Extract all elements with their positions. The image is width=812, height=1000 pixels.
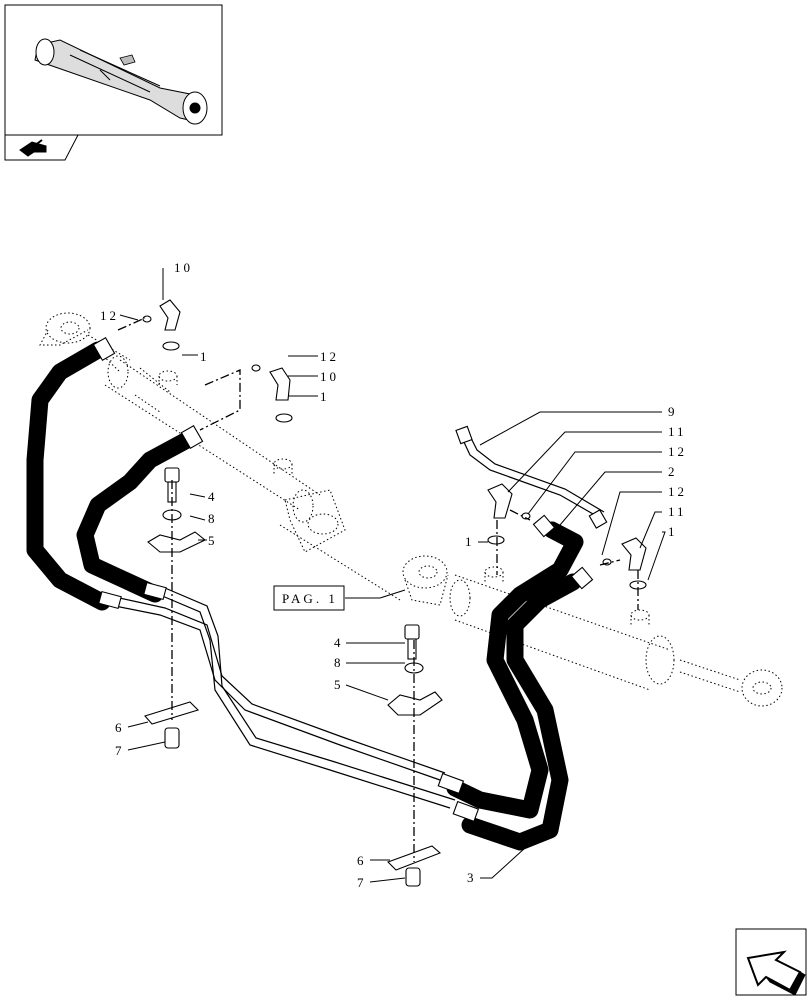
assembly-lines [117,317,639,862]
callout-12: 12 [100,308,119,323]
rigid-tubes [109,435,605,809]
callout-9: 9 [668,404,678,419]
thumbnail[interactable] [4,4,223,136]
callout-1: 1 [200,349,210,364]
callout-5: 5 [208,533,218,548]
hose-fittings [92,336,608,823]
callout-6: 6 [115,720,125,735]
right-cylinder [402,555,783,707]
callout-labels: 10 12 1 12 10 1 4 8 5 6 7 9 11 12 2 12 1… [100,260,687,890]
fittings [142,299,647,887]
callout-1: 1 [320,389,330,404]
callout-6: 6 [357,853,367,868]
callout-7: 7 [357,875,367,890]
callout-11: 11 [668,504,687,519]
next-page-button[interactable] [735,928,807,996]
axle-assembly-icon [34,38,208,125]
nav-tab[interactable] [4,134,79,161]
book-pointer-icon [19,139,47,157]
callout-5: 5 [334,677,344,692]
callout-12: 12 [320,349,339,364]
left-cylinder [39,312,401,601]
callout-8: 8 [208,511,218,526]
reference-box-label: PAG. 1 [282,591,338,606]
callout-4: 4 [208,489,218,504]
leader-lines [119,268,666,883]
callout-7: 7 [115,743,125,758]
callout-8: 8 [334,655,344,670]
callout-1: 1 [465,534,475,549]
hoses [26,341,584,851]
callout-2: 2 [668,464,678,479]
callout-1: 1 [668,524,678,539]
callout-4: 4 [334,635,344,650]
arrow-down-left-icon [746,950,806,996]
reference-box[interactable]: PAG. 1 [273,585,345,611]
callout-12: 12 [668,444,687,459]
callout-3: 3 [467,870,477,885]
callout-10: 10 [174,260,193,275]
callout-10: 10 [320,369,339,384]
callout-12: 12 [668,484,687,499]
callout-11: 11 [668,424,687,439]
